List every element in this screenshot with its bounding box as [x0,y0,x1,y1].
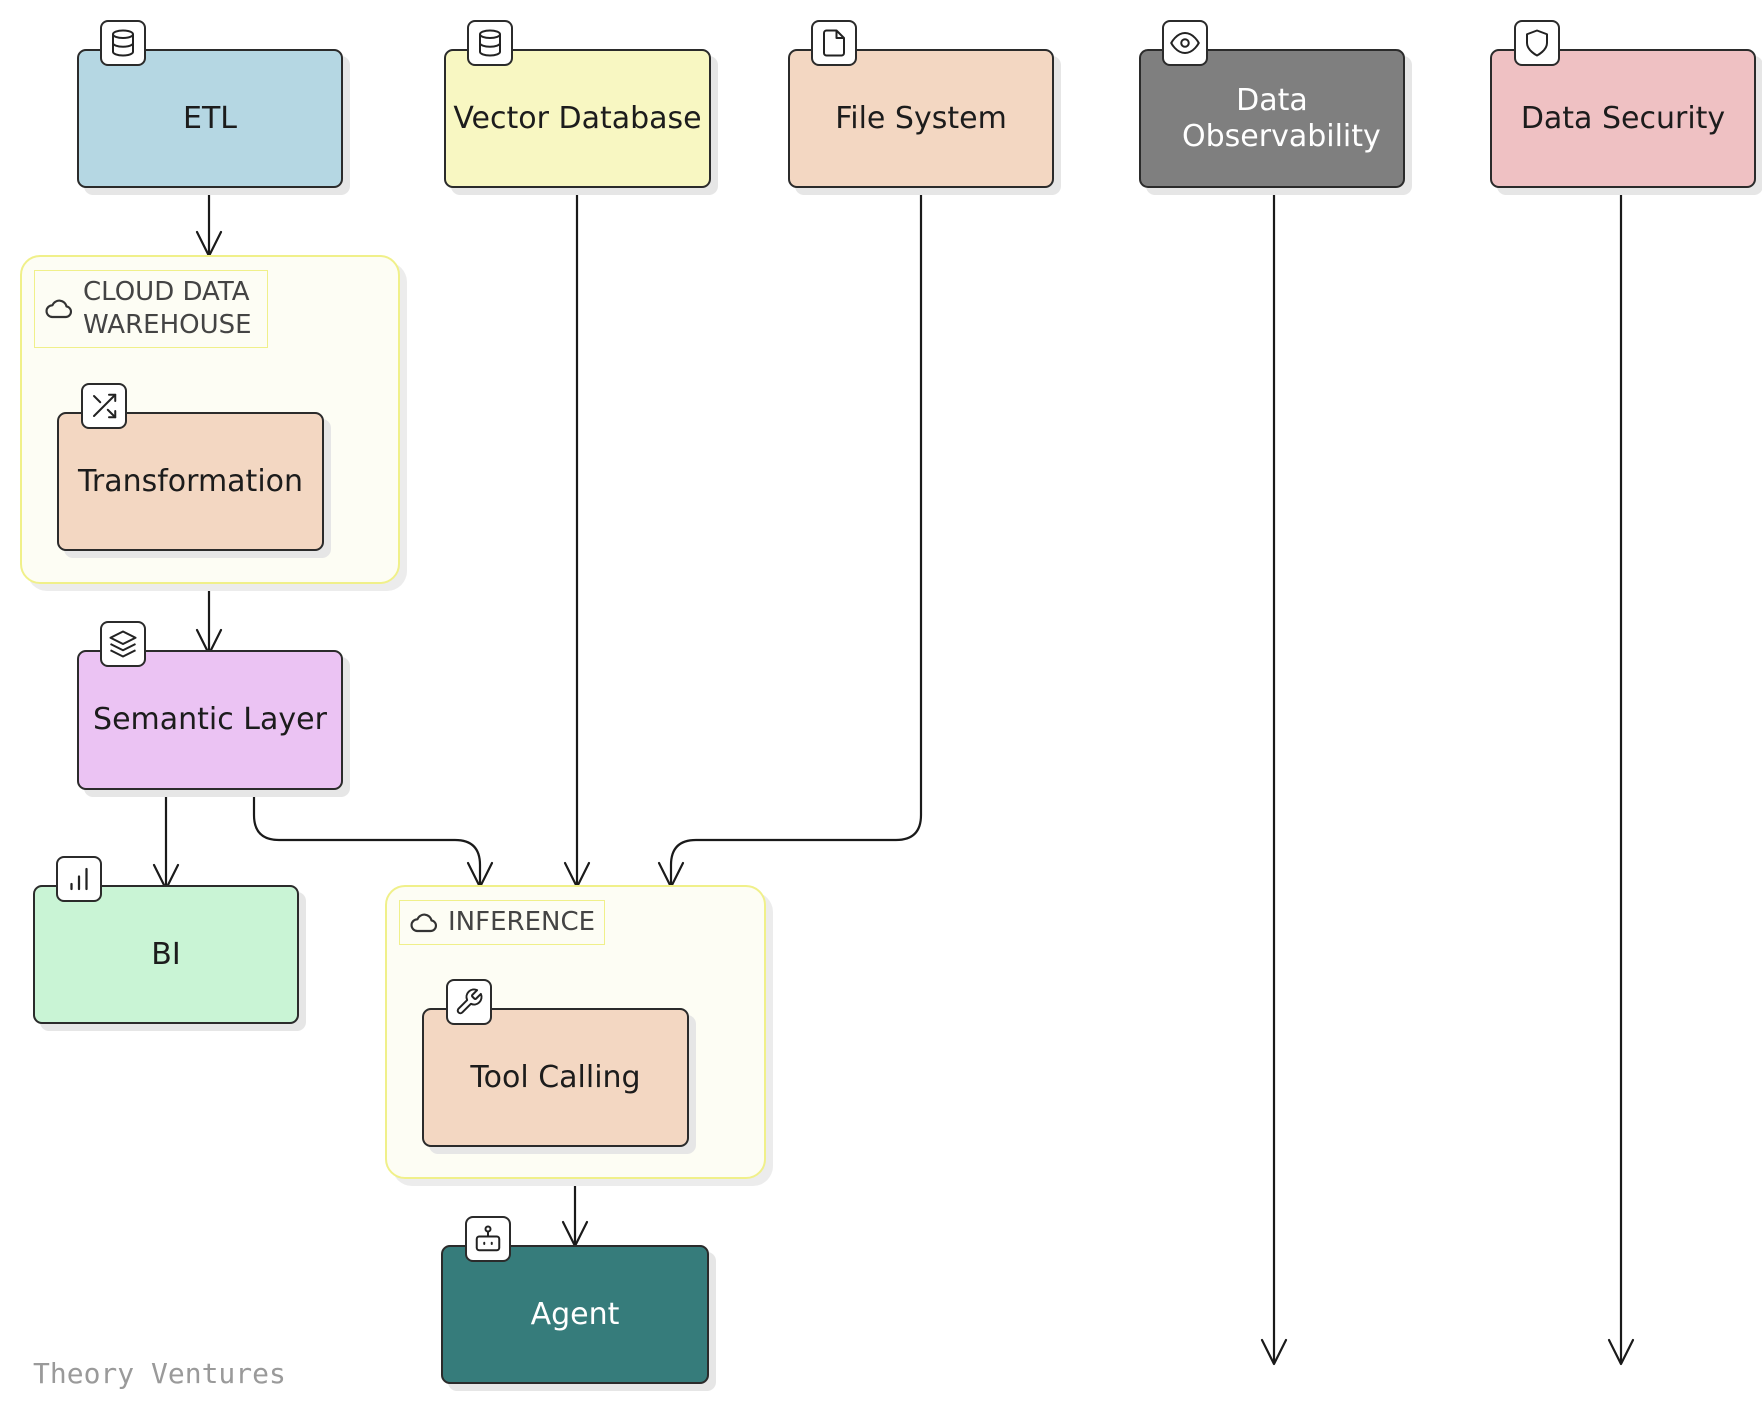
eye-icon [1162,20,1208,66]
cloud-icon [410,913,438,932]
node-label: ETL [183,100,237,136]
file-icon [811,20,857,66]
agent-node[interactable]: Agent [441,1245,709,1384]
node-label: Tool Calling [470,1059,641,1095]
arrowhead [1260,1338,1288,1366]
node-label: Data Security [1520,100,1726,136]
shield-icon [1514,20,1560,66]
node-label: BI [151,936,181,972]
database-icon [100,20,146,66]
bi-node[interactable]: BI [33,885,299,1024]
node-label: Agent [530,1296,620,1332]
etl-node[interactable]: ETL [77,49,343,188]
data-observability-node[interactable]: Data Observability [1139,49,1405,188]
bar-chart-icon [56,856,102,902]
semantic-layer-node[interactable]: Semantic Layer [77,650,343,790]
cloud-data-warehouse-tag: CLOUD DATA WAREHOUSE [34,270,268,348]
file-system-node[interactable]: File System [788,49,1054,188]
node-label: File System [835,100,1007,136]
node-label: Vector Database [453,100,702,136]
node-label: Semantic Layer [93,702,327,737]
edge-semantic-layer-to-inference [252,788,482,887]
tool-calling-node[interactable]: Tool Calling [422,1008,689,1147]
data-security-node[interactable]: Data Security [1490,49,1756,188]
group-label: INFERENCE [448,907,596,937]
edge-file-system-to-inference [669,186,923,887]
inference-tag: INFERENCE [399,900,605,945]
watermark: Theory Ventures [33,1357,286,1390]
vector-database-node[interactable]: Vector Database [444,49,711,188]
group-label: CLOUD DATA WAREHOUSE [83,277,252,340]
node-label: Transformation [77,463,304,499]
layers-icon [100,621,146,667]
arrowhead [1607,1338,1635,1366]
robot-icon [465,1216,511,1262]
database-icon [467,20,513,66]
wrench-icon [446,979,492,1025]
cloud-icon [45,299,73,319]
transformation-node[interactable]: Transformation [57,412,324,551]
node-label: Data Observability [1182,82,1381,154]
shuffle-icon [81,383,127,429]
